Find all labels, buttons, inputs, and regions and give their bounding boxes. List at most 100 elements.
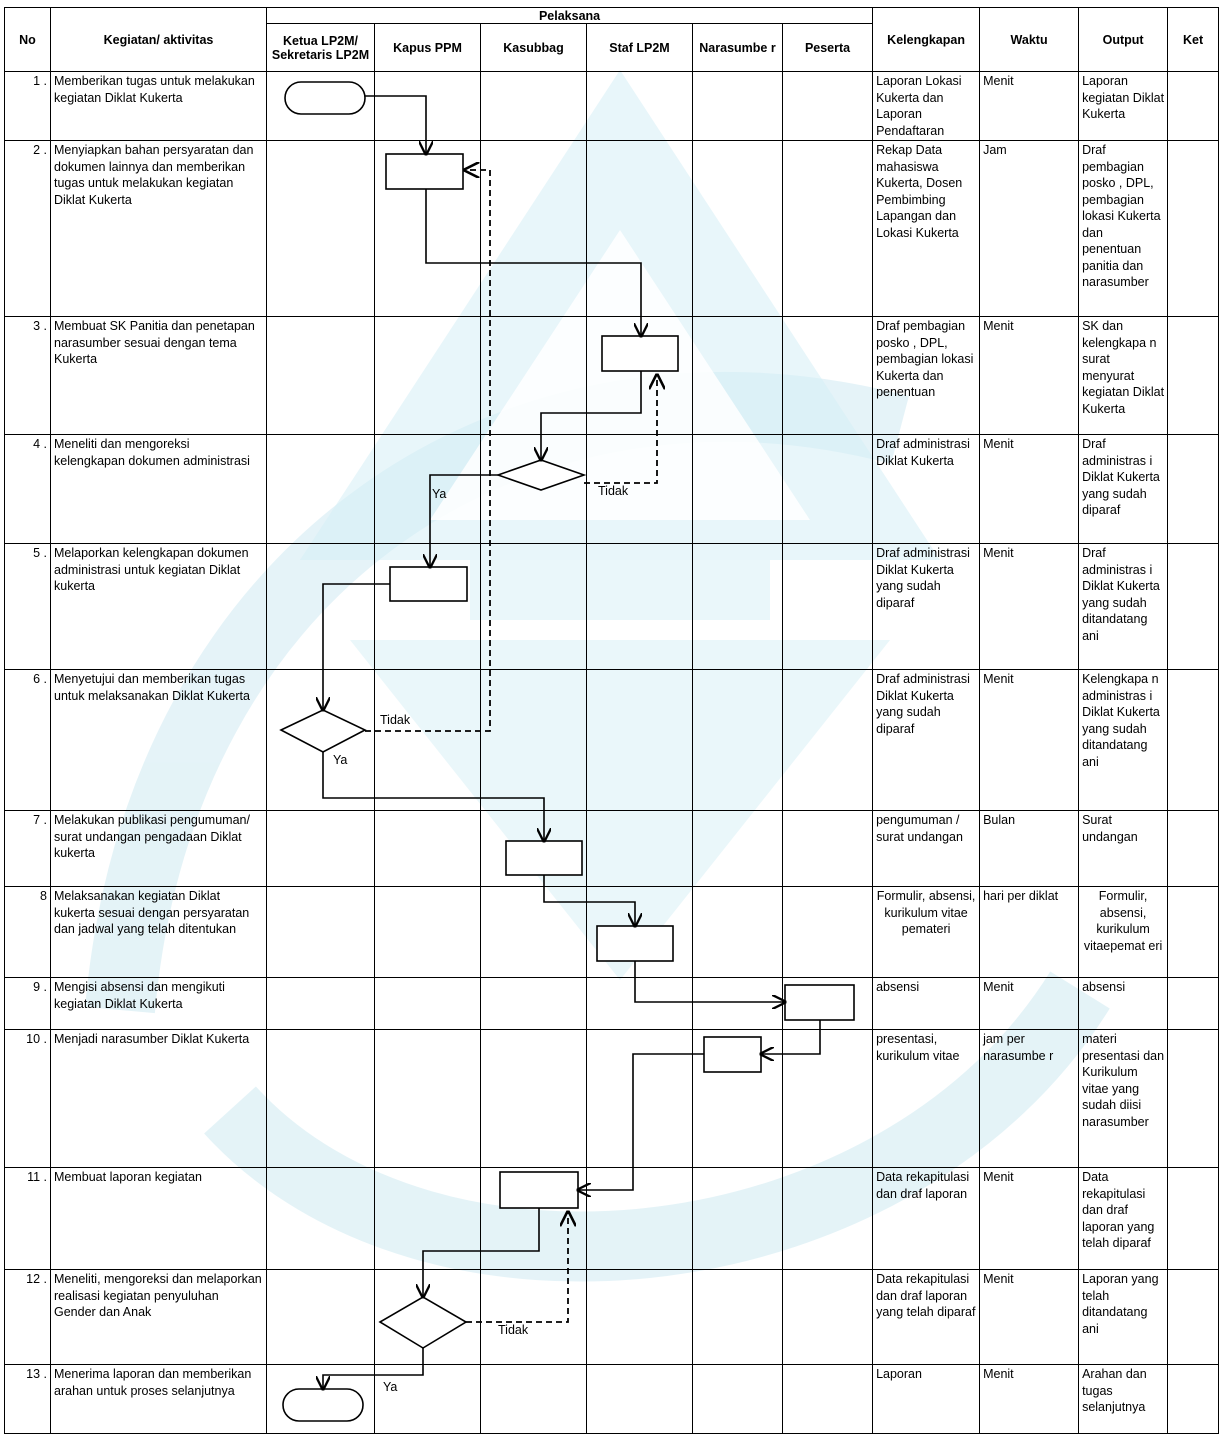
lane-cell-kapus — [374, 810, 481, 887]
ket-cell — [1167, 71, 1220, 141]
lane-cell-ketua — [266, 434, 375, 544]
lane-cell-staf — [586, 1364, 693, 1434]
kelengkapan-cell: Formulir, absensi, kurikulum vitae pemat… — [872, 886, 981, 978]
lane-cell-staf — [586, 886, 693, 978]
output-cell: SK dan kelengkapa n surat menyurat kegia… — [1078, 316, 1169, 435]
waktu-cell: hari per diklat — [979, 886, 1080, 978]
output-cell: Surat undangan — [1078, 810, 1169, 887]
output-cell: Arahan dan tugas selanjutnya — [1078, 1364, 1169, 1434]
kelengkapan-cell: Data rekapitulasi dan draf laporan yang … — [872, 1269, 981, 1365]
table-row: 6 .Menyetujui dan memberikan tugas untuk… — [4, 669, 1220, 811]
lane-cell-kapus — [374, 1167, 481, 1270]
ket-cell — [1167, 140, 1220, 317]
lane-header-kapus: Kapus PPM — [374, 23, 481, 72]
table-row: 2 .Menyiapkan bahan persyaratan dan doku… — [4, 140, 1220, 317]
lane-cell-kapus — [374, 1029, 481, 1168]
lane-cell-kapus — [374, 316, 481, 435]
table-row: 4 .Meneliti dan mengoreksi kelengkapan d… — [4, 434, 1220, 544]
waktu-cell: Menit — [979, 1364, 1080, 1434]
kelengkapan-cell: Laporan Lokasi Kukerta dan Laporan Penda… — [872, 71, 981, 141]
output-cell: Kelengkapa n administras i Diklat Kukert… — [1078, 669, 1169, 811]
lane-header-kasubbag: Kasubbag — [480, 23, 587, 72]
output-cell: Formulir, absensi, kurikulum vitaepemat … — [1078, 886, 1169, 978]
lane-cell-ketua — [266, 1029, 375, 1168]
lane-cell-kasubbag — [480, 71, 587, 141]
lane-cell-kasubbag — [480, 140, 587, 317]
output-cell: Draf administras i Diklat Kukerta yang s… — [1078, 434, 1169, 544]
lane-cell-kasubbag — [480, 543, 587, 670]
kelengkapan-cell: absensi — [872, 977, 981, 1030]
row-number: 11 . — [4, 1167, 51, 1270]
lane-cell-kasubbag — [480, 886, 587, 978]
lane-cell-staf — [586, 810, 693, 887]
lane-header-ketua: Ketua LP2M/ Sekretaris LP2M — [266, 23, 375, 72]
lane-header-peserta: Peserta — [781, 23, 874, 72]
activity-cell: Menerima laporan dan memberikan arahan u… — [50, 1364, 267, 1434]
lane-cell-peserta — [781, 71, 874, 141]
waktu-cell: Menit — [979, 71, 1080, 141]
kelengkapan-cell: pengumuman / surat undangan — [872, 810, 981, 887]
lane-cell-ketua — [266, 1364, 375, 1434]
lane-cell-kapus — [374, 71, 481, 141]
output-cell: Data rekapitulasi dan draf laporan yang … — [1078, 1167, 1169, 1270]
table-row: 5 .Melaporkan kelengkapan dokumen admini… — [4, 543, 1220, 670]
lane-cell-ketua — [266, 669, 375, 811]
lane-cell-kasubbag — [480, 1029, 587, 1168]
lane-cell-staf — [586, 434, 693, 544]
kelengkapan-cell: Rekap Data mahasiswa Kukerta, Dosen Pemb… — [872, 140, 981, 317]
waktu-cell: Menit — [979, 1167, 1080, 1270]
header-output: Output — [1078, 7, 1169, 72]
row-number: 3 . — [4, 316, 51, 435]
lane-cell-staf — [586, 543, 693, 670]
lane-cell-kasubbag — [480, 1364, 587, 1434]
output-cell: Draf pembagian posko , DPL, pembagian lo… — [1078, 140, 1169, 317]
kelengkapan-cell: Draf administrasi Diklat Kukerta yang su… — [872, 669, 981, 811]
lane-header-staf: Staf LP2M — [586, 23, 693, 72]
lane-cell-narasumber — [692, 886, 783, 978]
header-pelaksana: Pelaksana — [265, 7, 874, 24]
lane-cell-ketua — [266, 810, 375, 887]
lane-cell-ketua — [266, 71, 375, 141]
table-row: 11 .Membuat laporan kegiatan Data rekapit… — [4, 1167, 1220, 1270]
lane-cell-peserta — [781, 434, 874, 544]
activity-cell: Menyiapkan bahan persyaratan dan dokumen… — [50, 140, 267, 317]
lane-cell-kasubbag — [480, 1269, 587, 1365]
lane-cell-ketua — [266, 140, 375, 317]
lane-cell-staf — [586, 669, 693, 811]
row-number: 10 . — [4, 1029, 51, 1168]
lane-cell-kapus — [374, 140, 481, 317]
ket-cell — [1167, 1269, 1220, 1365]
activity-cell: Menyetujui dan memberikan tugas untuk me… — [50, 669, 267, 811]
lane-cell-narasumber — [692, 1029, 783, 1168]
lane-cell-kapus — [374, 434, 481, 544]
lane-cell-narasumber — [692, 1364, 783, 1434]
row-number: 13 . — [4, 1364, 51, 1434]
row-number: 12 . — [4, 1269, 51, 1365]
lane-cell-ketua — [266, 977, 375, 1030]
ket-cell — [1167, 669, 1220, 811]
waktu-cell: Menit — [979, 977, 1080, 1030]
lane-cell-staf — [586, 1029, 693, 1168]
lane-cell-kasubbag — [480, 434, 587, 544]
waktu-cell: Jam — [979, 140, 1080, 317]
lane-cell-kapus — [374, 977, 481, 1030]
lane-cell-narasumber — [692, 1167, 783, 1270]
lane-cell-narasumber — [692, 543, 783, 670]
lane-cell-kasubbag — [480, 1167, 587, 1270]
lane-cell-peserta — [781, 886, 874, 978]
lane-cell-peserta — [781, 1364, 874, 1434]
lane-header-narasumber: Narasumbe r — [692, 23, 783, 72]
lane-cell-staf — [586, 1167, 693, 1270]
header-no: No — [4, 7, 51, 72]
activity-cell: Membuat laporan kegiatan — [50, 1167, 267, 1270]
lane-cell-kapus — [374, 886, 481, 978]
ket-cell — [1167, 543, 1220, 670]
kelengkapan-cell: Draf administrasi Diklat Kukerta — [872, 434, 981, 544]
table-row: 7 .Melakukan publikasi pengumuman/ surat… — [4, 810, 1220, 887]
waktu-cell: Menit — [979, 316, 1080, 435]
waktu-cell: Menit — [979, 434, 1080, 544]
lane-cell-peserta — [781, 1269, 874, 1365]
lane-cell-kapus — [374, 669, 481, 811]
